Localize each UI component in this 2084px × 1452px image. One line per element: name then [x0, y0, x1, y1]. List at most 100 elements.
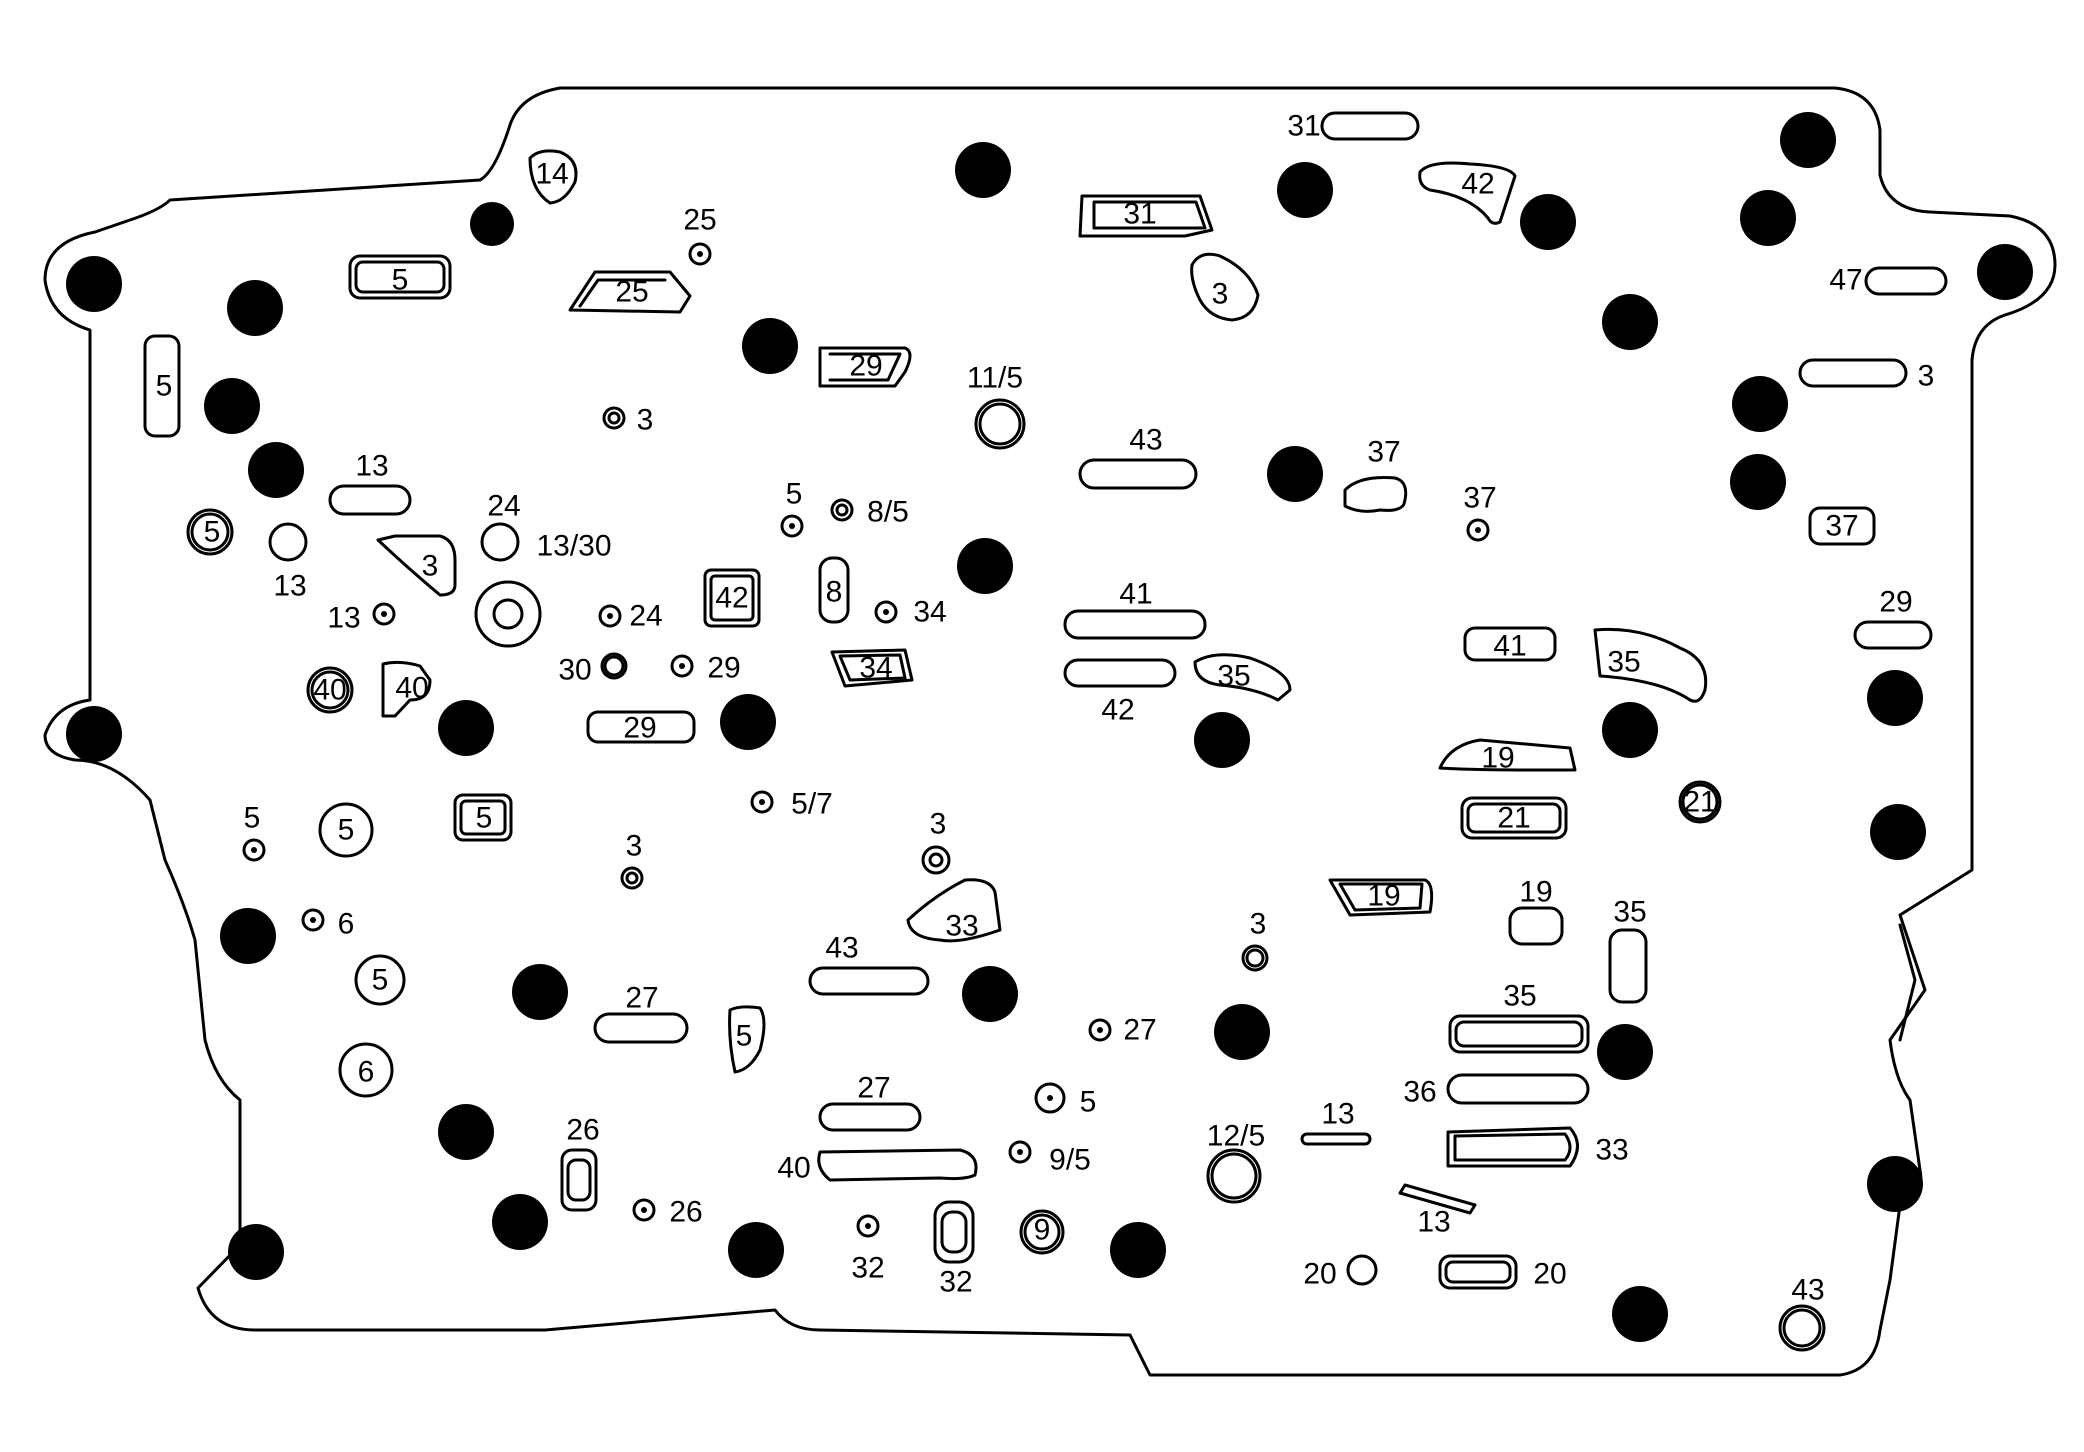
bolt-hole: [204, 378, 260, 434]
callout-label: 34: [913, 596, 946, 629]
orifice-hole-inner: [1097, 1027, 1103, 1033]
orifice-hole: [480, 522, 520, 562]
callout-label: 37: [1367, 436, 1400, 469]
orifice-hole-inner: [625, 871, 639, 885]
callout-label: 13: [1321, 1098, 1354, 1131]
callout-label: 31: [1287, 110, 1320, 143]
callout-label: 30: [558, 654, 591, 687]
callout-label: 35: [1607, 646, 1640, 679]
orifice-hole: [318, 802, 374, 858]
slot-27-lower: [818, 1102, 922, 1132]
callout-label: 3: [930, 808, 947, 841]
bolt-hole: [1870, 804, 1926, 860]
opening-33: [906, 878, 1002, 943]
slot-40-mid: [381, 660, 432, 718]
orifice-hole-inner: [603, 655, 625, 677]
slot-31-large-inner: [1092, 200, 1207, 230]
callout-label: 31: [1123, 198, 1156, 231]
callout-label: 5/7: [791, 788, 833, 821]
slot-13-left: [328, 484, 412, 516]
callout-label: 5: [1080, 1086, 1097, 1119]
bolt-hole: [1277, 162, 1333, 218]
orifice-hole-inner: [679, 663, 685, 669]
bolt-hole: [1780, 112, 1836, 168]
callout-label: 41: [1119, 578, 1152, 611]
orifice-hole-inner: [607, 411, 621, 425]
orifice-hole: [600, 652, 628, 680]
bolt-hole: [1867, 670, 1923, 726]
callout-label: 37: [1825, 510, 1858, 543]
orifice-hole: [750, 790, 774, 814]
slot-5-top-inner: [354, 260, 446, 294]
callout-label: 26: [566, 1114, 599, 1147]
opening-35-right: [1593, 627, 1708, 703]
slot-42-long: [1063, 658, 1177, 688]
callout-label: 13: [1417, 1206, 1450, 1239]
orifice-hole-inner: [310, 670, 350, 710]
bolt-hole: [1730, 454, 1786, 510]
callout-label: 35: [1217, 660, 1250, 693]
callout-label: 25: [615, 276, 648, 309]
callout-label: 3: [1212, 278, 1229, 311]
slot-35-long-inner: [1454, 1020, 1584, 1048]
slot-21-inner: [1466, 802, 1562, 834]
bolt-hole: [1214, 1004, 1270, 1060]
orifice-hole: [602, 406, 626, 430]
callout-label: 5: [244, 802, 261, 835]
slot-5-left-vertical: [143, 334, 181, 438]
slot-32-inner: [940, 1210, 968, 1254]
callout-label: 5: [476, 802, 493, 835]
slot-8: [818, 556, 850, 624]
opening-14: [528, 149, 578, 205]
bolt-hole: [492, 1194, 548, 1250]
slot-42-square-inner: [709, 574, 755, 622]
bolt-hole: [228, 1224, 284, 1280]
orifice-hole: [598, 604, 622, 628]
callout-label: 43: [825, 932, 858, 965]
orifice-hole: [974, 398, 1026, 450]
slot-13-angled: [1398, 1183, 1477, 1215]
callout-label: 3: [422, 550, 439, 583]
slot-31-large: [1078, 194, 1214, 238]
orifice-hole-inner: [865, 1223, 871, 1229]
bolt-hole: [1597, 1024, 1653, 1080]
callout-label: 8/5: [867, 496, 909, 529]
callout-label: 3: [626, 830, 643, 863]
bolt-hole: [1520, 194, 1576, 250]
orifice-hole-inner: [1245, 948, 1265, 968]
slot-25: [568, 270, 692, 314]
orifice-hole: [1008, 1140, 1032, 1164]
callout-label: 13: [355, 450, 388, 483]
slot-29-right: [1853, 620, 1933, 650]
slot-5-top: [348, 254, 452, 300]
slot-34-inner: [838, 653, 907, 682]
callout-label: 47: [1829, 264, 1862, 297]
slot-21: [1460, 796, 1568, 840]
bolt-hole: [512, 964, 568, 1020]
callout-label: 27: [857, 1072, 890, 1105]
orifice-hole: [780, 514, 804, 538]
callout-label: 13/30: [536, 530, 611, 563]
orifice-hole: [1019, 1209, 1065, 1255]
slot-37-right: [1808, 506, 1876, 546]
bolt-hole: [470, 202, 514, 246]
callout-label: 24: [487, 490, 520, 523]
opening-37-center: [1343, 476, 1408, 513]
callout-label: 33: [1595, 1134, 1628, 1167]
callout-label: 21: [1683, 786, 1716, 819]
bolt-hole: [955, 142, 1011, 198]
opening-35-center: [1193, 653, 1292, 702]
bolt-hole: [1110, 1222, 1166, 1278]
callout-label: 40: [777, 1152, 810, 1185]
callout-label: 33: [945, 910, 978, 943]
bolt-hole: [742, 318, 798, 374]
orifice-hole-inner: [697, 251, 703, 257]
callout-label: 5: [156, 370, 173, 403]
slot-19-lower-inner: [1338, 882, 1424, 912]
orifice-hole: [301, 908, 325, 932]
orifice-hole-inner: [928, 852, 944, 868]
slot-19-lower: [1328, 878, 1434, 917]
orifice-hole: [1678, 780, 1722, 824]
callout-label: 34: [859, 652, 892, 685]
slot-43-lower: [808, 966, 930, 996]
